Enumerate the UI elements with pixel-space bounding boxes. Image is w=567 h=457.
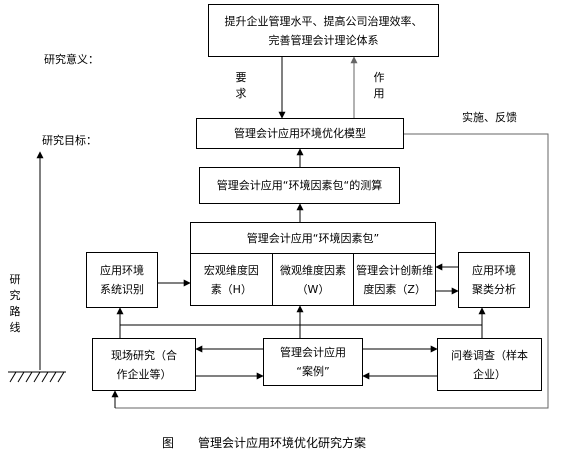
cell-mgmt-innovation: 管理会计创新维 度因素（Z） bbox=[356, 263, 434, 296]
box-survey: 问卷调查（样本 企业） bbox=[437, 338, 542, 391]
feedback-loop bbox=[115, 133, 549, 409]
box-goal-top: 提升企业管理水平、提高公司治理效率、 完善管理会计理论体系 bbox=[208, 4, 439, 57]
box-measurement: 管理会计应用“环境因素包“的测算 bbox=[199, 167, 400, 204]
box-env-package: 管理会计应用“环境因素包” 宏观维度因 素（H） 微观维度因素 （W） 管理会计… bbox=[190, 222, 436, 306]
box-optimization-model: 管理会计应用环境优化模型 bbox=[196, 118, 404, 149]
box-system-identification: 应用环境 系统识别 bbox=[86, 252, 158, 308]
label-route: 研 究 路 线 bbox=[9, 273, 21, 334]
box-field-research: 现场研究（合 作企业等） bbox=[92, 338, 196, 391]
caption-title: 管理会计应用环境优化研究方案 bbox=[198, 436, 367, 450]
caption-fig: 图 bbox=[162, 436, 175, 450]
cell-macro: 宏观维度因 素（H） bbox=[191, 254, 273, 305]
cell-micro: 微观维度因素 （W） bbox=[273, 254, 355, 305]
label-significance: 研究意义： bbox=[44, 53, 99, 66]
box-cases: 管理会计应用 “案例” bbox=[263, 338, 363, 386]
label-require: 要 求 bbox=[235, 71, 247, 100]
label-effect: 作 用 bbox=[373, 71, 385, 100]
package-title: 管理会计应用“环境因素包” bbox=[191, 223, 435, 254]
ground-hatch bbox=[9, 371, 65, 383]
label-goal: 研究目标： bbox=[42, 134, 97, 147]
box-cluster-analysis: 应用环境 聚类分析 bbox=[458, 252, 530, 308]
label-feedback: 实施、反馈 bbox=[462, 111, 517, 124]
